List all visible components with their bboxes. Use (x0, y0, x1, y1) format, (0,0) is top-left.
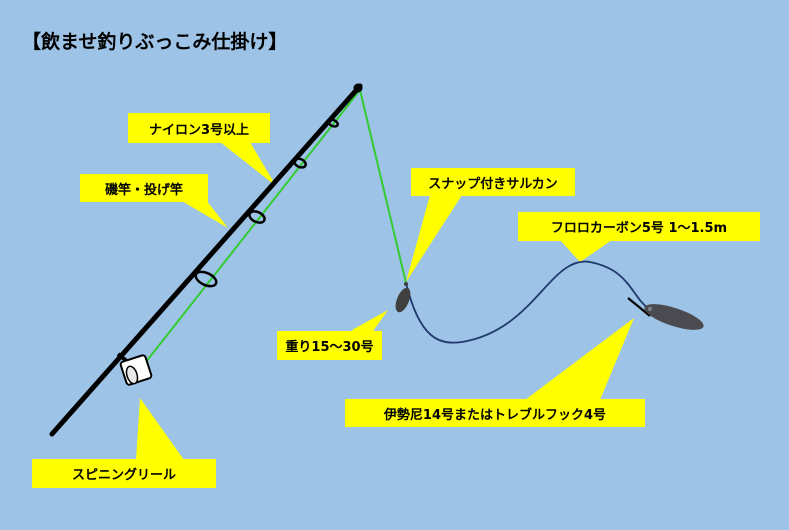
rod-guide-4 (327, 118, 339, 128)
rod-guide-1 (194, 270, 218, 288)
label-spinning-reel: スピニングリール (32, 459, 216, 488)
fishing-rod (49, 83, 363, 437)
bait-fish (644, 304, 704, 330)
callout-pointer-nylon (220, 142, 276, 186)
callout-pointer-reel (136, 398, 184, 460)
fluorocarbon-leader (405, 260, 651, 344)
sinker (395, 287, 411, 313)
callout-pointer-fluoro (560, 240, 612, 262)
label-nylon-line: ナイロン3号以上 (128, 113, 270, 143)
callout-pointer-rod (180, 200, 228, 228)
snap-swivel (404, 282, 408, 286)
hook (627, 297, 651, 317)
callout-pointer-snap (406, 195, 462, 282)
label-rod: 磯竿・投げ竿 (80, 174, 208, 202)
bait-fish-eye (648, 307, 652, 311)
label-snap-swivel: スナップ付きサルカン (411, 168, 575, 196)
rod-tip-guide (353, 83, 363, 93)
label-fluorocarbon-leader: フロロカーボン5号 1～1.5m (518, 212, 760, 241)
rod-guide-2 (248, 210, 266, 224)
callout-pointer-hook (525, 318, 634, 400)
spinning-reel (116, 352, 153, 386)
rod-guide-3 (293, 157, 307, 169)
label-sinker: 重り15～30号 (277, 331, 382, 360)
page-title: 【飲ませ釣りぶっこみ仕掛け】 (22, 31, 288, 53)
label-hook: 伊勢尼14号またはトレブルフック4号 (345, 399, 645, 427)
